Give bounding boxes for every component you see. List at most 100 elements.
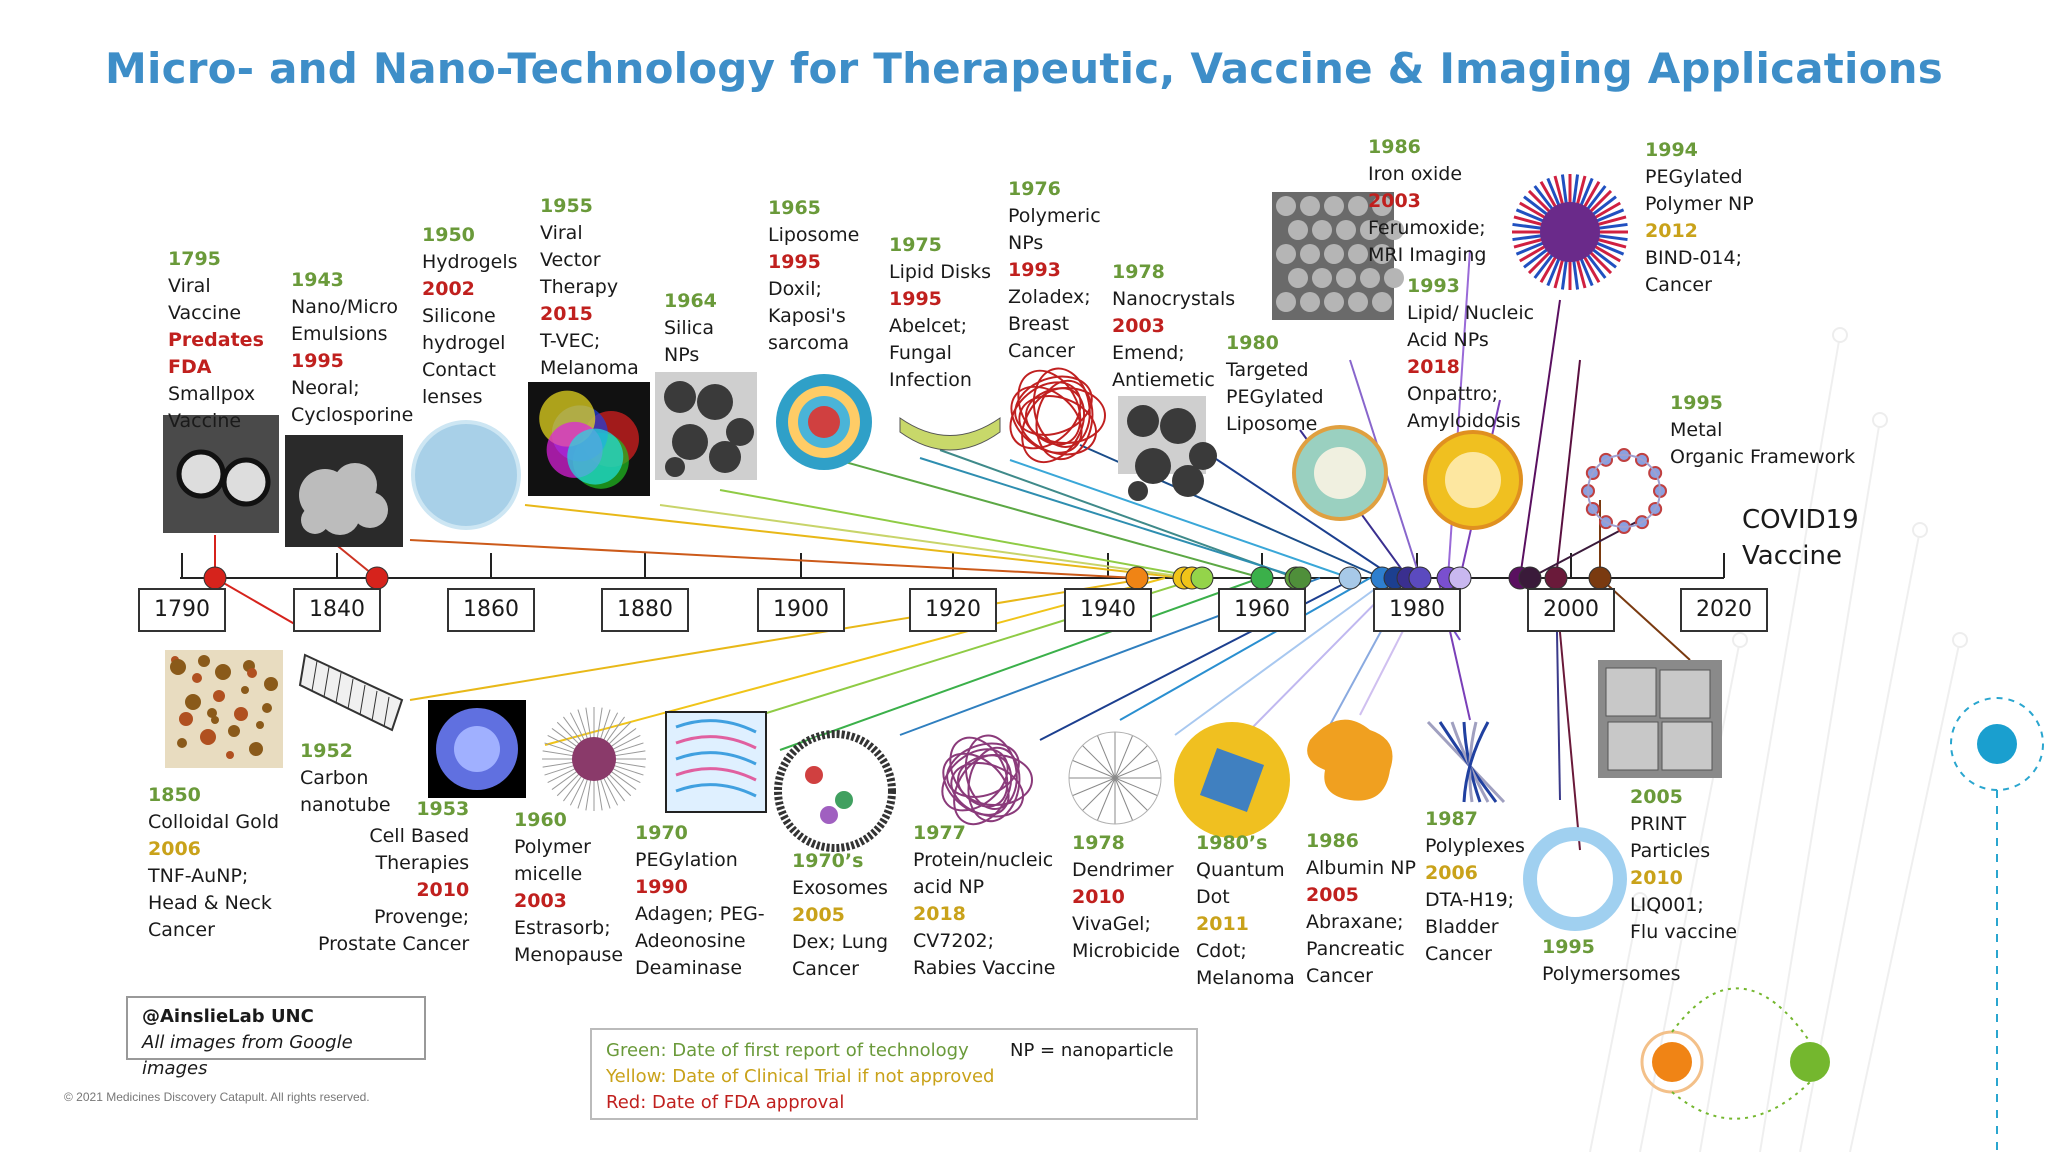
entry-text: Flu vaccine bbox=[1630, 921, 1738, 943]
entry-text: Polymer bbox=[514, 836, 591, 858]
connector-line bbox=[1009, 459, 1351, 579]
lattice bbox=[299, 654, 306, 686]
year-label-1980: 1980 bbox=[1373, 588, 1461, 632]
entry-text: Polyplexes bbox=[1425, 835, 1525, 857]
nucleus bbox=[454, 726, 500, 772]
gold-particle bbox=[228, 725, 240, 737]
particle bbox=[672, 424, 708, 460]
copyright-notice: © 2021 Medicines Discovery Catapult. All… bbox=[64, 1090, 370, 1104]
entry-year: 1978 bbox=[1072, 832, 1125, 854]
entry-text: T-VEC; bbox=[540, 330, 601, 352]
entry-text: hydrogel bbox=[422, 332, 506, 354]
particle bbox=[1172, 465, 1204, 497]
lattice bbox=[311, 660, 318, 692]
entry-year: 1977 bbox=[913, 822, 966, 844]
year-label-1960: 1960 bbox=[1218, 588, 1306, 632]
entry-text: TNF-AuNP; bbox=[148, 865, 249, 887]
decor-line bbox=[1589, 899, 1641, 1152]
arm bbox=[609, 734, 641, 752]
timeline-dot bbox=[1125, 566, 1149, 590]
entry-text: Silicone bbox=[422, 305, 496, 327]
strand bbox=[942, 752, 1010, 816]
entry-text: Albumin NP bbox=[1306, 857, 1416, 879]
lumen bbox=[1314, 447, 1366, 499]
pore bbox=[1348, 244, 1368, 264]
arm bbox=[601, 712, 619, 744]
entry-text: Nanocrystals bbox=[1112, 288, 1236, 310]
entry-text: PEGylated bbox=[1226, 386, 1324, 408]
iron-oxide-image bbox=[1272, 192, 1404, 320]
gold-particle bbox=[170, 659, 186, 675]
pore bbox=[1324, 196, 1344, 216]
gold-particle bbox=[264, 677, 278, 691]
timeline-dot bbox=[1544, 566, 1568, 590]
cargo bbox=[805, 766, 823, 784]
entry-year: 1955 bbox=[540, 195, 593, 217]
entry-text: Emulsions bbox=[291, 323, 388, 345]
entry-text: Nano/Micro bbox=[291, 296, 399, 318]
entry-year: 1970’s bbox=[792, 850, 864, 872]
entry-text: Infection bbox=[889, 369, 972, 391]
entry-text: Cancer bbox=[1645, 274, 1712, 296]
legend-red: Red: Date of FDA approval bbox=[606, 1092, 845, 1113]
year-label-1860: 1860 bbox=[447, 588, 535, 632]
entry-date: 1995 bbox=[291, 350, 344, 372]
gold-particle bbox=[192, 673, 202, 683]
droplet bbox=[320, 495, 360, 535]
entry-text: MRI Imaging bbox=[1368, 244, 1487, 266]
decor-dotted-arc bbox=[1671, 987, 1811, 1043]
pore bbox=[1324, 244, 1344, 264]
entry-year: 1995 bbox=[1542, 936, 1595, 958]
connector-line bbox=[779, 577, 1261, 751]
entry-text: Microbicide bbox=[1072, 940, 1180, 962]
covid-vaccine-label: COVID19 Vaccine bbox=[1742, 502, 1859, 574]
arm bbox=[596, 776, 603, 811]
entry-year: 2005 bbox=[1630, 786, 1683, 808]
pore bbox=[1372, 196, 1392, 216]
arm bbox=[611, 761, 646, 768]
pore bbox=[1300, 244, 1320, 264]
connector-line bbox=[1599, 577, 1691, 661]
virion bbox=[221, 457, 271, 507]
arm bbox=[599, 709, 611, 743]
pegylated-polymer-np-image bbox=[1512, 174, 1628, 290]
entry-text: Vector bbox=[540, 249, 601, 271]
entry-text: Cancer bbox=[148, 919, 215, 941]
particle bbox=[1127, 405, 1159, 437]
timeline-dot bbox=[1408, 566, 1432, 590]
arm bbox=[601, 774, 619, 806]
entry-text: Prostate Cancer bbox=[318, 933, 470, 955]
pore bbox=[1384, 268, 1404, 288]
entry-text: Amyloidosis bbox=[1407, 410, 1521, 432]
arm bbox=[547, 734, 579, 752]
entry-date: 2012 bbox=[1645, 220, 1698, 242]
year-label-1940: 1940 bbox=[1064, 588, 1152, 632]
entry-text: Cell Based bbox=[369, 825, 470, 847]
connector-line bbox=[409, 539, 1138, 579]
arm bbox=[610, 764, 644, 776]
decor-node bbox=[1912, 522, 1928, 538]
entry-date: 1990 bbox=[635, 876, 688, 898]
entry-date: 1995 bbox=[889, 288, 942, 310]
print-particles-image bbox=[1598, 660, 1722, 778]
lattice bbox=[323, 666, 330, 698]
arm bbox=[608, 769, 637, 790]
entry-date: 2003 bbox=[514, 890, 567, 912]
polymeric-np-image bbox=[1009, 367, 1106, 464]
entry-year: 1978 bbox=[1112, 261, 1165, 283]
core bbox=[1540, 202, 1600, 262]
entry-text: LIQ001; bbox=[1630, 894, 1704, 916]
entry-date: 1993 bbox=[1008, 259, 1061, 281]
entry-text: Menopause bbox=[514, 944, 624, 966]
gold-particle bbox=[200, 729, 216, 745]
entry-text: Lipid/ Nucleic bbox=[1407, 302, 1535, 324]
shell bbox=[1068, 731, 1162, 825]
